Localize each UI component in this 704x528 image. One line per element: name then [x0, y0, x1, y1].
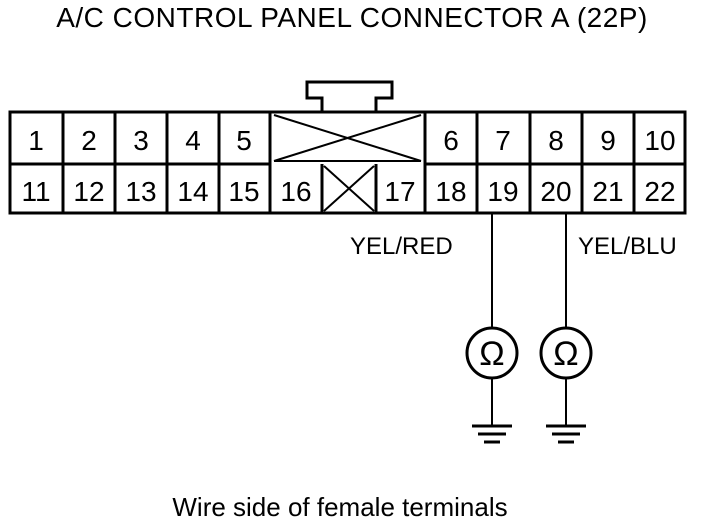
diagram-title: A/C CONTROL PANEL CONNECTOR A (22P)	[56, 2, 648, 33]
terminal-17: 17	[384, 176, 415, 207]
terminal-7: 7	[495, 125, 511, 156]
terminal-5: 5	[236, 125, 252, 156]
terminal-2: 2	[81, 125, 97, 156]
wire-label-yel-blu: YEL/BLU	[578, 233, 677, 260]
blank-cavity-bottom	[323, 165, 375, 212]
terminal-16: 16	[280, 176, 311, 207]
ground-icon	[546, 424, 586, 444]
terminal-9: 9	[600, 125, 616, 156]
terminal-14: 14	[177, 176, 208, 207]
connector-latch	[305, 80, 394, 112]
ground-icon	[472, 424, 512, 444]
terminal-22: 22	[644, 176, 675, 207]
terminal-20: 20	[540, 176, 571, 207]
terminal-11: 11	[21, 176, 50, 207]
wire-label-yel-red: YEL/RED	[350, 233, 453, 260]
blank-cavity-top	[273, 114, 422, 162]
ohm-symbol-20: Ω	[553, 335, 578, 373]
terminal-6: 6	[443, 125, 459, 156]
terminal-8: 8	[548, 125, 564, 156]
terminal-19: 19	[487, 176, 518, 207]
terminal-1: 1	[28, 125, 44, 156]
terminal-18: 18	[435, 176, 466, 207]
terminal-4: 4	[185, 125, 201, 156]
diagram-caption: Wire side of female terminals	[172, 492, 508, 522]
terminal-21: 21	[592, 176, 623, 207]
terminal-15: 15	[228, 176, 259, 207]
terminal-3: 3	[133, 125, 149, 156]
terminal-13: 13	[125, 176, 156, 207]
ohm-symbol-19: Ω	[479, 335, 504, 373]
terminal-12: 12	[73, 176, 104, 207]
terminal-10: 10	[644, 125, 675, 156]
